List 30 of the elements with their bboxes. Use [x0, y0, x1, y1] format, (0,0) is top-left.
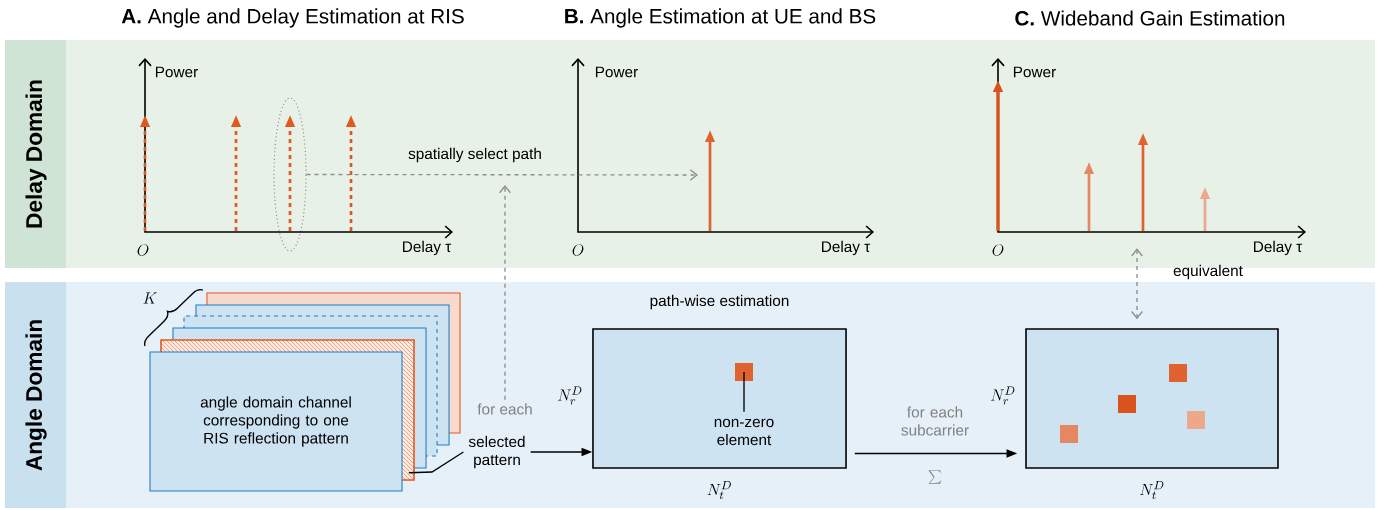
axis-label: $O$ — [572, 244, 584, 256]
axis-label: $O$ — [992, 244, 1004, 256]
axis-label: Delay τ — [403, 240, 452, 256]
dimension-label: $N_t^D$ — [707, 481, 731, 500]
axis-label: Power — [1013, 66, 1056, 78]
dashed-arrow — [305, 169, 698, 181]
annotation-text: selected pattern — [468, 435, 525, 469]
dotted-ellipse — [273, 97, 307, 252]
sum-symbol: $\sum$ — [928, 470, 942, 484]
brace-label: $K$ — [143, 292, 157, 304]
axis-label: Delay τ — [1254, 240, 1303, 256]
title: A. Angle and Delay Estimation at RIS — [121, 8, 464, 28]
edge-label: for each subcarrier — [891, 404, 979, 438]
annotation-text: non-zero element — [714, 418, 774, 446]
title: C. Wideband Gain Estimation — [1015, 10, 1285, 26]
dimension-label: $N_r^D$ — [991, 386, 1015, 405]
matrix-card: angle domain channel corresponding to one RIS reflection pattern — [149, 351, 403, 492]
dashed-arrow — [1131, 248, 1143, 320]
annotation-text: for each — [477, 403, 532, 415]
title: B. Angle Estimation at UE and BS — [565, 8, 876, 28]
dimension-label: $N_r^D$ — [558, 386, 582, 405]
axis-label: Power — [156, 66, 198, 78]
axis-label: Delay τ — [822, 240, 871, 256]
leader-line — [408, 451, 465, 474]
dimension-label: $N_t^D$ — [1140, 481, 1164, 500]
heading-text: path-wise estimation — [650, 294, 789, 310]
axis-label: Power — [595, 66, 638, 78]
leader-line — [743, 371, 745, 413]
axis-label: $O$ — [137, 244, 149, 256]
dashed-arrow — [499, 185, 511, 401]
